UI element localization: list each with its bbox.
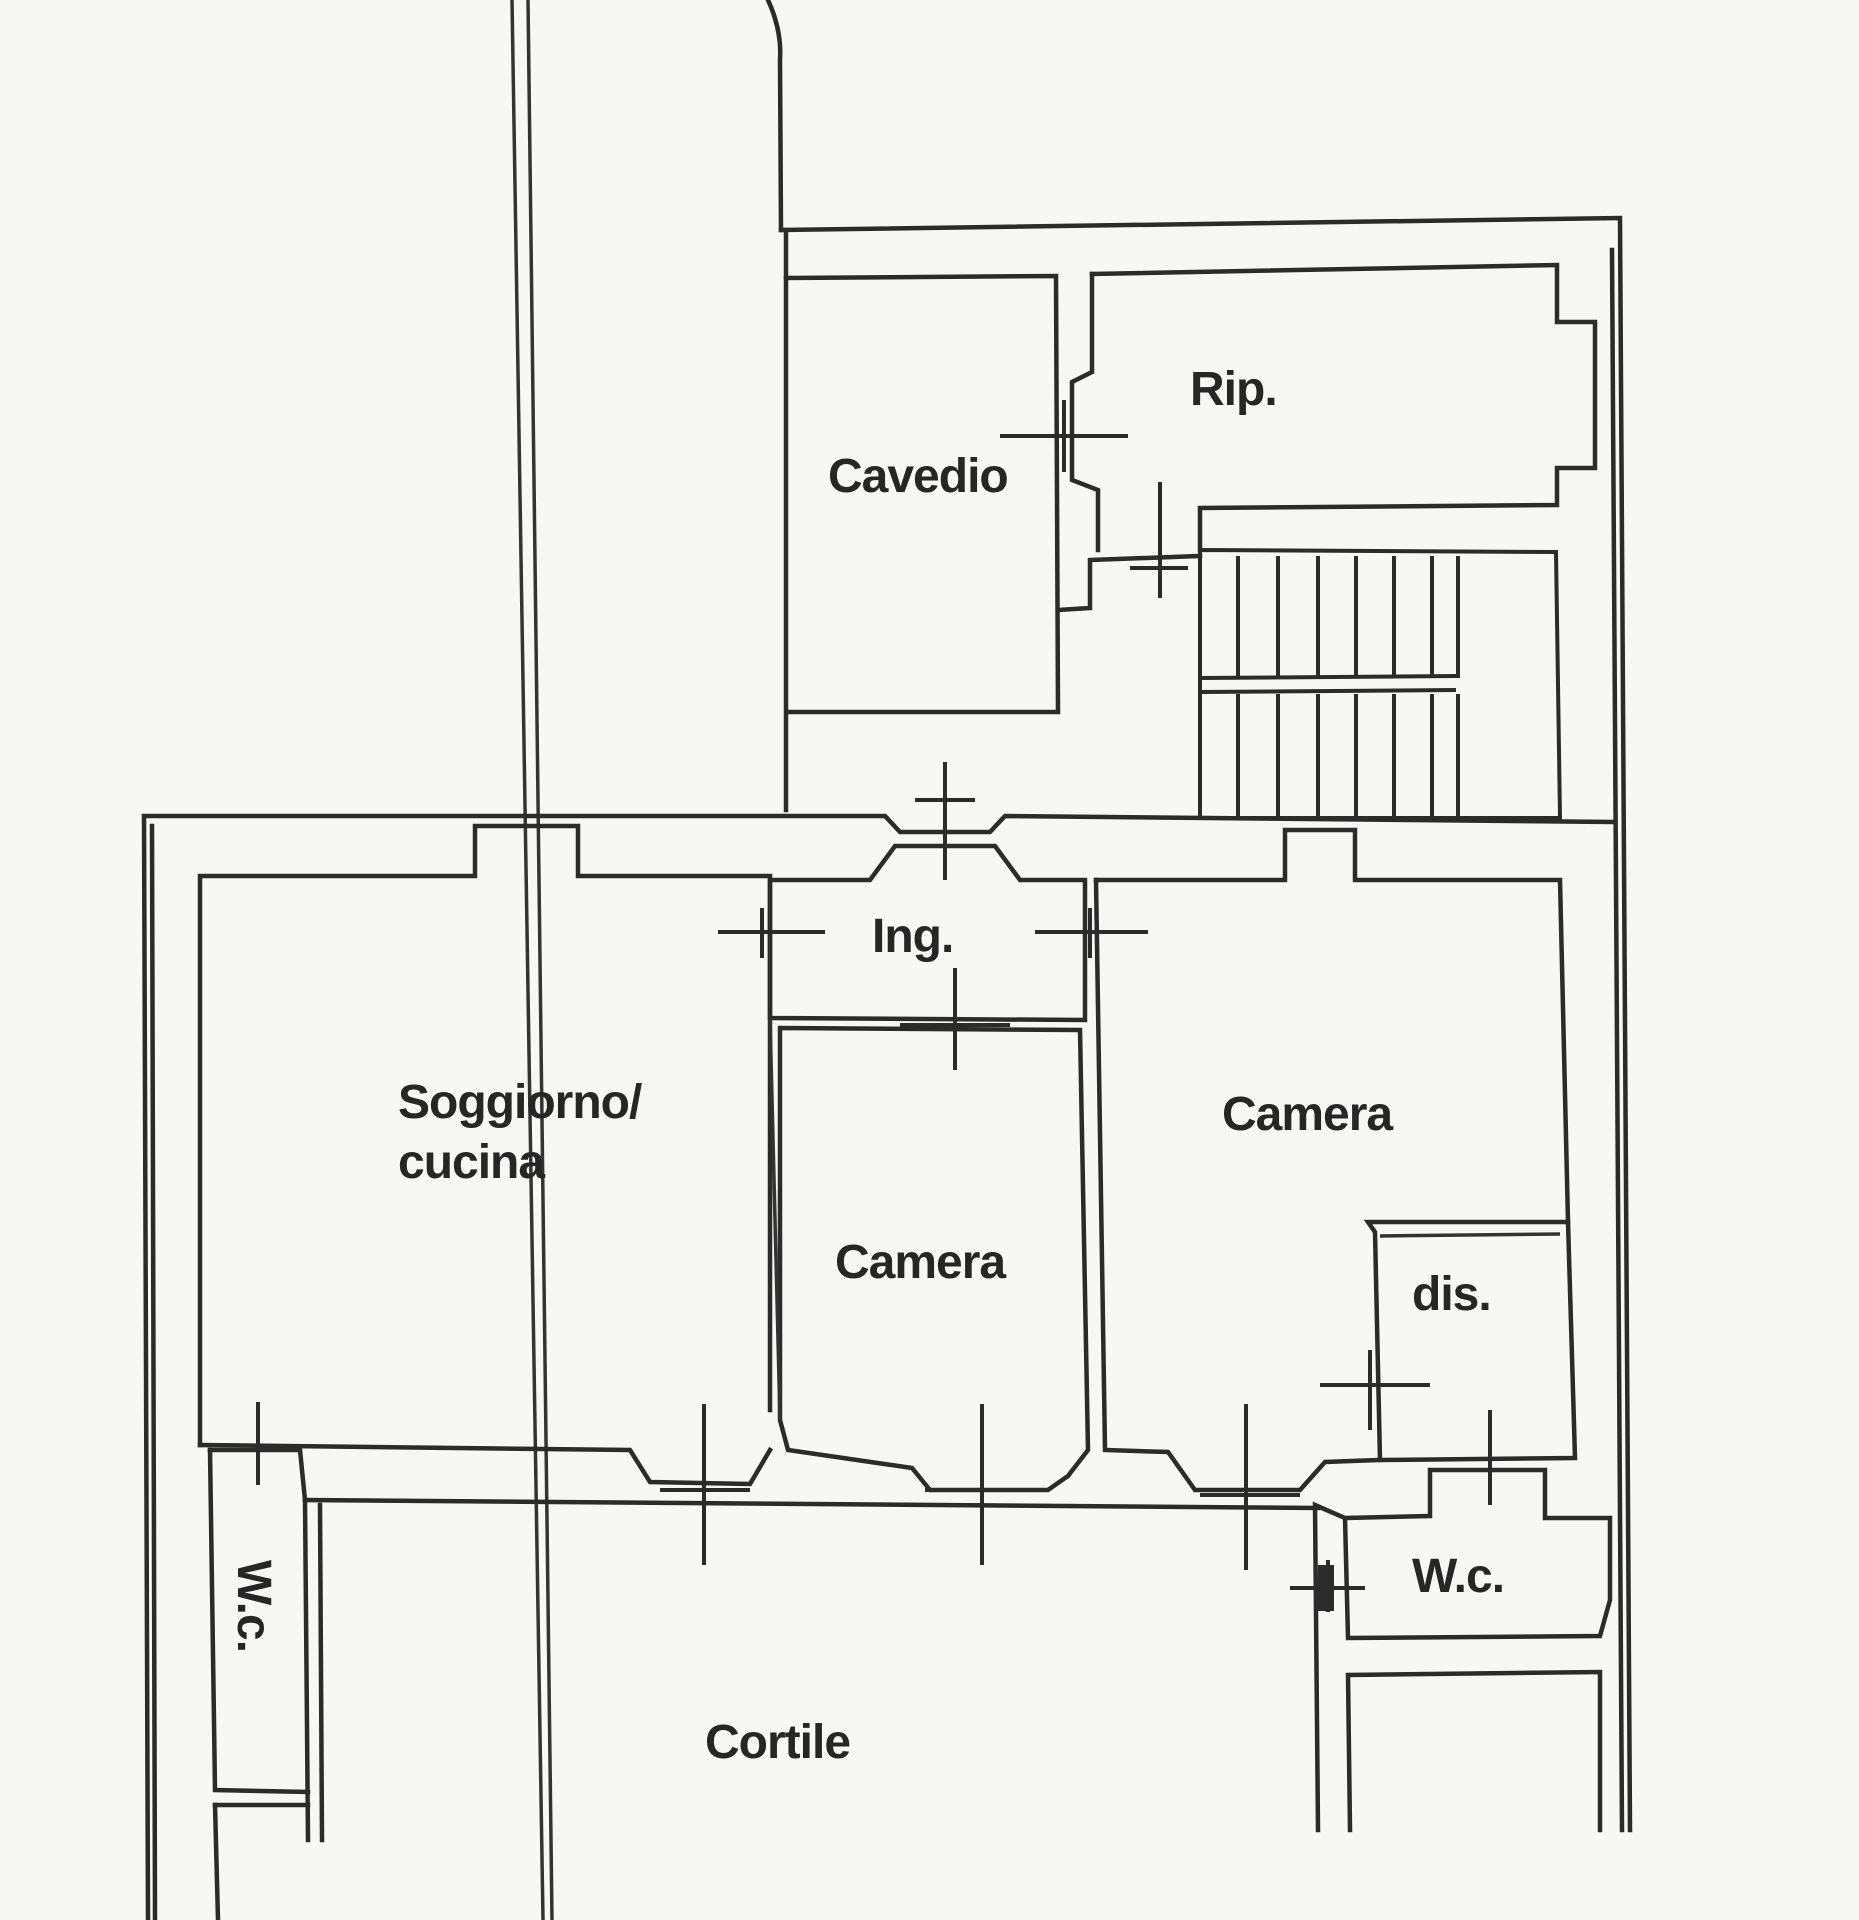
boundary-lines — [510, 0, 784, 1920]
label-dis: dis. — [1412, 1268, 1491, 1321]
soggiorno-room — [197, 823, 774, 1487]
label-soggiorno-line1: Soggiorno/ — [398, 1076, 642, 1129]
upper-wing-walls — [778, 215, 1633, 1833]
label-wc-left: W.c. — [227, 1560, 280, 1652]
label-cavedio: Cavedio — [828, 450, 1008, 503]
door-symbols — [256, 400, 1492, 1612]
label-soggiorno-line2: cucina — [398, 1136, 545, 1189]
label-camera-center: Camera — [835, 1236, 1006, 1289]
label-rip: Rip. — [1190, 363, 1277, 416]
label-wc-right: W.c. — [1412, 1550, 1504, 1603]
wc-left-room — [207, 1447, 311, 1920]
staircase — [1198, 547, 1563, 820]
ingresso-room — [767, 843, 1088, 1023]
wc-right-room — [1312, 1467, 1613, 1833]
camera-right-room — [1093, 827, 1571, 1493]
cortile-walls — [302, 1497, 1321, 1843]
dis-room — [1363, 1219, 1578, 1463]
label-camera-right: Camera — [1222, 1088, 1393, 1141]
label-ing: Ing. — [872, 910, 953, 963]
label-cortile: Cortile — [705, 1716, 850, 1769]
rip-room — [1055, 262, 1598, 613]
cavedio-room — [783, 273, 1061, 715]
apartment-outer-walls — [141, 813, 1615, 1920]
